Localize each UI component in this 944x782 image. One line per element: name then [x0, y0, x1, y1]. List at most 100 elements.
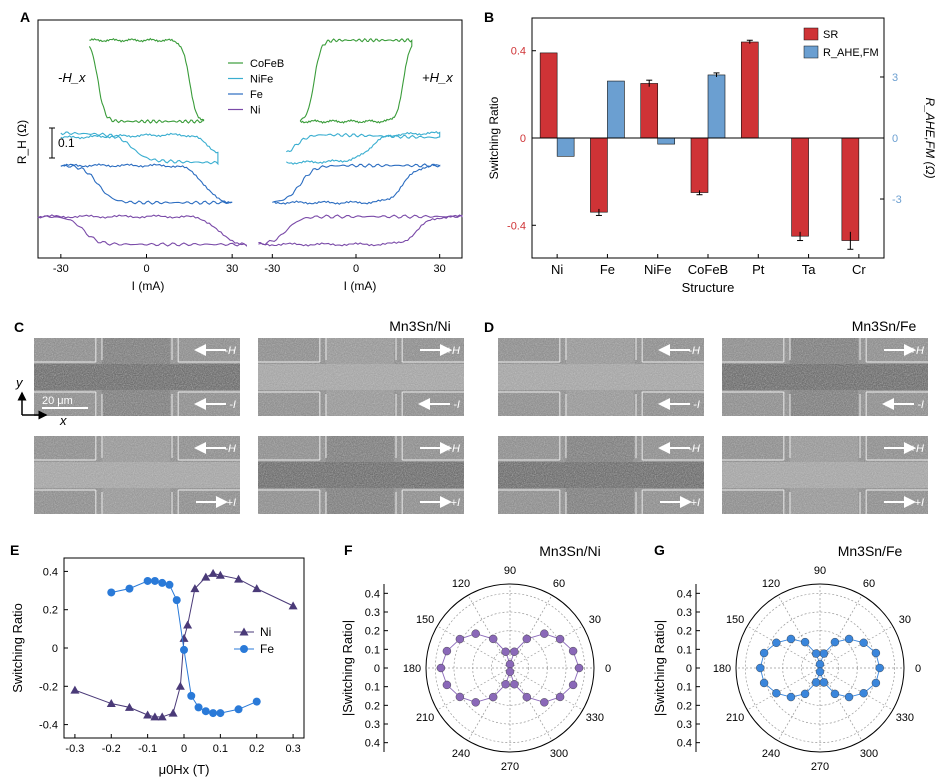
- panel-g: 03060901201501802102402703003300.40.30.2…: [677, 565, 921, 773]
- polar-point: [756, 663, 765, 673]
- point-fe: [158, 578, 167, 587]
- panel-g-ylabel: |Switching Ratio|: [652, 620, 667, 716]
- polar-point: [442, 646, 452, 656]
- radial-tick-label: 0: [374, 663, 380, 675]
- legend-label-ni: Ni: [250, 105, 260, 117]
- bar-ahe-fe: [607, 80, 625, 139]
- loop-nife-0: [60, 131, 219, 166]
- angle-label: 0: [605, 663, 611, 675]
- x-tick-label: -30: [53, 263, 69, 275]
- loop-cofeb-1: [299, 37, 413, 124]
- point-fe: [180, 645, 188, 654]
- polar-point: [455, 692, 465, 702]
- point-fe: [216, 709, 225, 718]
- field-label-neg: -H_x: [58, 70, 86, 85]
- cross-arm-region: [565, 338, 634, 416]
- point-ni: [252, 584, 262, 593]
- polar-point: [759, 678, 769, 688]
- bar-sr-cr: [841, 137, 860, 241]
- y-tick-label: 0: [52, 643, 58, 655]
- panel-b-bars: [539, 39, 860, 250]
- point-fe: [107, 588, 116, 597]
- panel-b-legend: SRR_AHE,FM: [803, 27, 879, 59]
- legend-label-fe: Fe: [250, 89, 263, 101]
- loop-nife-1: [286, 131, 441, 165]
- cross-arm-region: [789, 338, 858, 416]
- legend-label-cofeb: CoFeB: [250, 58, 284, 70]
- polar-grid-circle: [434, 592, 586, 744]
- polar-spoke: [747, 667, 821, 711]
- polar-grid-circle: [800, 648, 840, 688]
- micrograph-d-3: -H+I: [498, 436, 704, 514]
- category-label-cr: Cr: [852, 262, 866, 277]
- loop-fe-0: [60, 163, 233, 205]
- polar-spoke: [747, 625, 821, 669]
- current-label: +I: [227, 497, 236, 509]
- panel-f-ylabel: |Switching Ratio|: [340, 620, 355, 716]
- point-ni: [234, 574, 244, 583]
- panel-d-title: Mn3Sn/Fe: [852, 318, 917, 334]
- polar-point: [859, 689, 868, 698]
- point-ni: [175, 681, 185, 690]
- polar-point: [871, 678, 881, 688]
- bar-sr-ta: [791, 137, 809, 237]
- bar-sr-pt: [740, 41, 759, 139]
- category-label-ni: Ni: [551, 262, 563, 277]
- point-fe: [165, 580, 174, 589]
- polar-point: [568, 680, 578, 690]
- current-label: +I: [451, 497, 460, 509]
- x-tick-label: 0.2: [249, 743, 264, 755]
- x-tick-label: -0.1: [138, 743, 157, 755]
- polar-point: [436, 663, 446, 673]
- micrograph-c-1: -H-I: [34, 338, 240, 416]
- loop-cofeb-0: [88, 37, 205, 124]
- polar-outer-ring: [425, 583, 595, 753]
- angle-label: 60: [863, 578, 875, 590]
- polar-point: [875, 663, 884, 673]
- radial-tick-label: 0.4: [677, 588, 692, 600]
- x-tick-label: -30: [264, 263, 280, 275]
- micrograph-d-2: +H-I: [722, 338, 928, 416]
- angle-label: 120: [762, 578, 780, 590]
- legend-label-nife: NiFe: [250, 74, 273, 86]
- xy-axis-indicator: y x: [15, 375, 67, 428]
- x-tick-label: 0: [181, 743, 187, 755]
- polar-spoke: [819, 667, 893, 711]
- point-fe: [252, 697, 261, 706]
- bar-ahe-cofeb: [707, 74, 726, 139]
- panel-f-title: Mn3Sn/Ni: [539, 543, 600, 559]
- current-label: -I: [693, 399, 700, 411]
- polar-point: [786, 634, 796, 644]
- point-ni: [106, 699, 116, 708]
- polar-point: [522, 634, 531, 644]
- legend-label-sr: SR: [823, 29, 838, 41]
- polar-point: [501, 680, 510, 689]
- current-label: -I: [229, 399, 236, 411]
- field-label: +H: [446, 345, 460, 357]
- polar-point: [844, 692, 854, 702]
- category-label-ta: Ta: [802, 262, 817, 277]
- panel-letter-e: E: [10, 542, 19, 558]
- radial-tick-label: 0.4: [365, 588, 380, 600]
- polar-point: [815, 660, 825, 669]
- polar-point: [819, 678, 829, 687]
- radial-tick-label: 0.2: [365, 700, 380, 712]
- field-label: +H: [910, 443, 924, 455]
- field-label: -H: [688, 443, 700, 455]
- polar-point: [505, 660, 515, 669]
- bar-sr-fe: [590, 137, 608, 213]
- micrograph-d-1: -H-I: [498, 338, 704, 416]
- polar-point: [505, 667, 515, 676]
- angle-label: 180: [713, 663, 731, 675]
- micrograph-scale-label: 20 μm: [42, 395, 73, 407]
- loop-fe-1: [272, 163, 441, 205]
- polar-spoke: [819, 625, 893, 669]
- radial-tick-label: 0.4: [677, 738, 692, 750]
- micrograph-c-2: +H-I: [258, 338, 464, 416]
- bar-sr-ni: [539, 52, 558, 139]
- panel-b-xlabel: Structure: [682, 280, 735, 295]
- y-tick-label-left: 0: [520, 133, 526, 145]
